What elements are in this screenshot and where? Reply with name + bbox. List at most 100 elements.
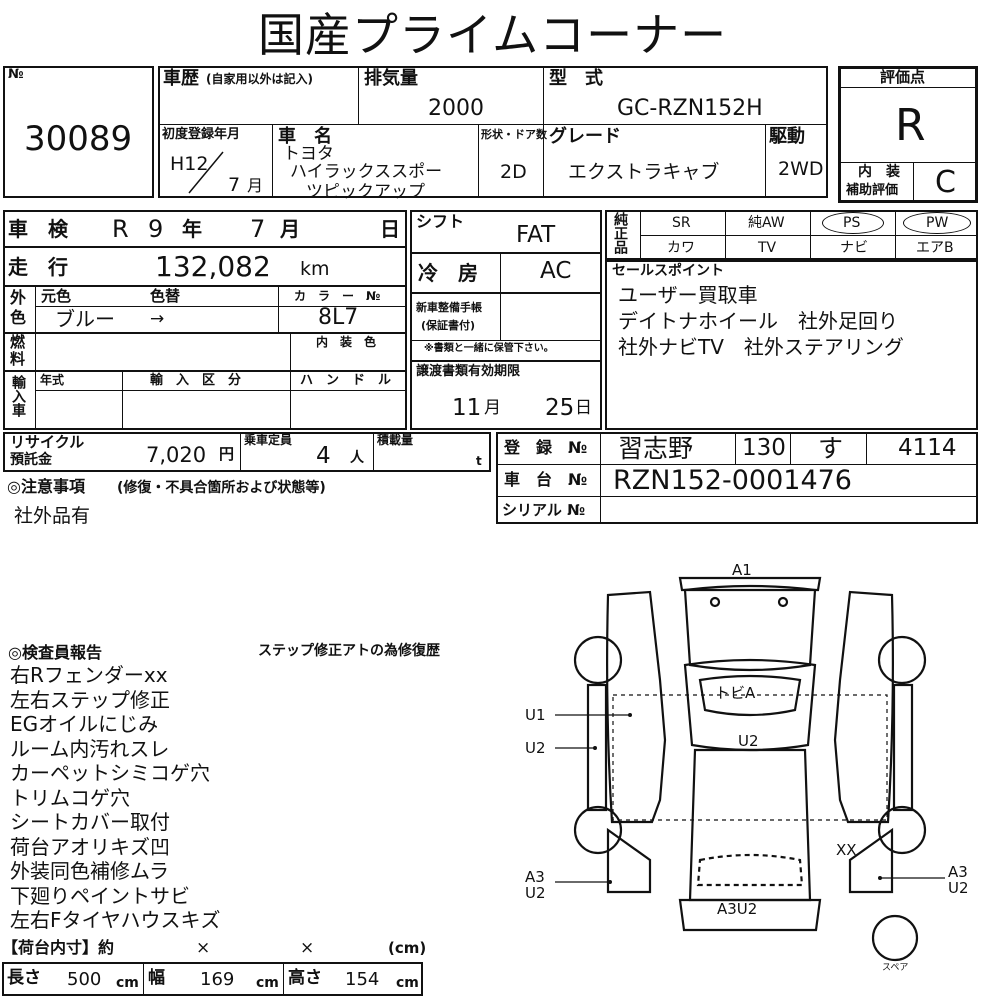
interior-eval-score: C: [935, 165, 956, 200]
capacity-value: 4: [316, 443, 331, 469]
equip-tv: TV: [758, 240, 777, 256]
reg-number: 4114: [898, 435, 957, 461]
car-name-line2: ツピックアップ: [306, 182, 425, 202]
inspector-label: ◎検査員報告: [8, 643, 102, 662]
report-line: 下廻りペイントサビ: [10, 883, 190, 908]
model-value: GC-RZN152H: [617, 96, 763, 121]
recycle-value: 7,020: [146, 443, 207, 467]
fuel-label-2: 料: [10, 350, 26, 368]
number-box: [3, 66, 154, 198]
cargo-length-value: 500: [67, 969, 102, 990]
registration-box: [496, 432, 978, 524]
report-line: 右Rフェンダーxx: [10, 663, 168, 687]
car-name-label: 車 名: [278, 126, 332, 147]
reg-kana: す: [818, 434, 844, 463]
import-label: 輸入車: [10, 375, 26, 417]
load-unit: t: [476, 454, 482, 468]
equip-ps-circle: [822, 212, 884, 234]
cargo-length-label: 長さ: [7, 968, 41, 988]
first-reg-label: 初度登録年月: [162, 127, 241, 142]
label-a1: A1: [732, 561, 752, 579]
sales-point-label: セールスポイント: [612, 263, 724, 279]
caution-sub: (修復・不具合箇所および状態等): [117, 480, 326, 496]
color-label-1: 外: [10, 288, 27, 307]
equip-airbag: エアB: [916, 240, 954, 256]
report-line: ルーム内汚れスレ: [10, 736, 170, 761]
cargo-box: [2, 962, 423, 996]
cargo-width-label: 幅: [148, 968, 165, 988]
evaluation-box: [838, 66, 978, 203]
shaken-month: 7: [250, 215, 266, 243]
import-type-label: 輸 入 区 分: [150, 373, 242, 388]
manual-label-1: 新車整備手帳: [416, 301, 482, 314]
label-a3u2: A3U2: [717, 900, 757, 918]
sales-point-line-1: ユーザー買取車: [618, 283, 758, 307]
label-u2-right-bottom: U2: [948, 879, 969, 897]
car-name-line1: ハイラックススポー: [290, 162, 443, 182]
color-label-2: 色: [10, 308, 27, 327]
handle-label: ハ ン ド ル: [300, 373, 392, 388]
load-label: 積載量: [377, 433, 414, 447]
year-unit: 年: [182, 217, 202, 241]
ac-value: AC: [540, 258, 572, 284]
cargo-width-unit: cm: [256, 975, 279, 991]
inspection-box: [3, 210, 407, 430]
capacity-label: 乗車定員: [244, 433, 293, 447]
manual-label-2: (保証書付): [421, 319, 476, 332]
cargo-unit-paren: (cm): [388, 939, 427, 957]
cargo-width-value: 169: [200, 969, 235, 990]
report-line: 荷台アオリキズ凹: [10, 834, 170, 859]
transfer-month-unit: 月: [484, 398, 501, 418]
color-no-label: カ ラ ー №: [294, 289, 381, 303]
transfer-day-unit: 日: [575, 398, 592, 418]
maker: トヨタ: [283, 144, 334, 164]
equip-sr: SR: [672, 215, 691, 231]
first-reg-month: 7: [228, 174, 241, 196]
report-line: 外装同色補修ムラ: [10, 859, 169, 883]
caution-text: 社外品有: [14, 505, 91, 527]
equip-navi: ナビ: [840, 240, 868, 256]
label-u2-left: U2: [525, 739, 546, 757]
recycle-unit: 円: [219, 445, 235, 463]
cargo-length-unit: cm: [116, 975, 139, 991]
color-no-value: 8L7: [318, 305, 359, 330]
caution-label: ◎注意事項: [7, 477, 85, 496]
grade-value: エクストラキャブ: [568, 161, 720, 183]
sales-point-line-2: デイトナホイール 社外足回り: [618, 309, 898, 333]
transfer-label: 譲渡書類有効期限: [416, 364, 521, 379]
cargo-height-unit: cm: [396, 975, 419, 991]
chassis-value: RZN152-0001476: [613, 465, 852, 496]
first-reg-era: H12: [170, 153, 209, 175]
interior-eval-label-2: 補助評価: [846, 183, 899, 198]
interior-eval-label-1: 内 装: [858, 164, 900, 180]
repaint-value: →: [150, 309, 165, 329]
sales-point-line-3: 社外ナビTV 社外ステアリング: [618, 335, 904, 359]
ac-label: 冷 房: [418, 261, 478, 285]
first-reg-slash: [188, 151, 224, 194]
cargo-x2: ×: [300, 938, 315, 958]
chassis-label: 車 台 №: [504, 470, 588, 489]
page-title: 国産プライムコーナー: [258, 8, 728, 62]
grade-label: グレード: [549, 126, 621, 147]
evaluation-score: R: [895, 100, 926, 151]
shape-value: 2D: [500, 161, 527, 183]
transfer-month: 11: [452, 395, 482, 421]
manual-note: ※書類と一緒に保管下さい。: [424, 343, 554, 354]
sales-point-box: [605, 260, 978, 430]
number-label: №: [8, 67, 24, 82]
label-spare: スペア: [882, 963, 908, 973]
day-unit: 日: [380, 217, 400, 241]
orig-color-value: ブルー: [55, 307, 115, 331]
equip-pw: PW: [926, 215, 949, 231]
reg-place: 習志野: [618, 434, 694, 463]
label-xx: XX: [836, 841, 857, 859]
shift-box: [410, 210, 602, 430]
model-label: 型 式: [549, 68, 603, 89]
drive-value: 2WD: [778, 158, 824, 180]
shaken-label: 車 検: [8, 217, 68, 241]
history-note: (自家用以外は記入): [206, 72, 313, 86]
header-box: [158, 66, 828, 198]
repaint-label: 色替: [150, 287, 181, 305]
equip-leather: カワ: [667, 240, 695, 256]
equip-alloy: 純AW: [748, 215, 785, 231]
